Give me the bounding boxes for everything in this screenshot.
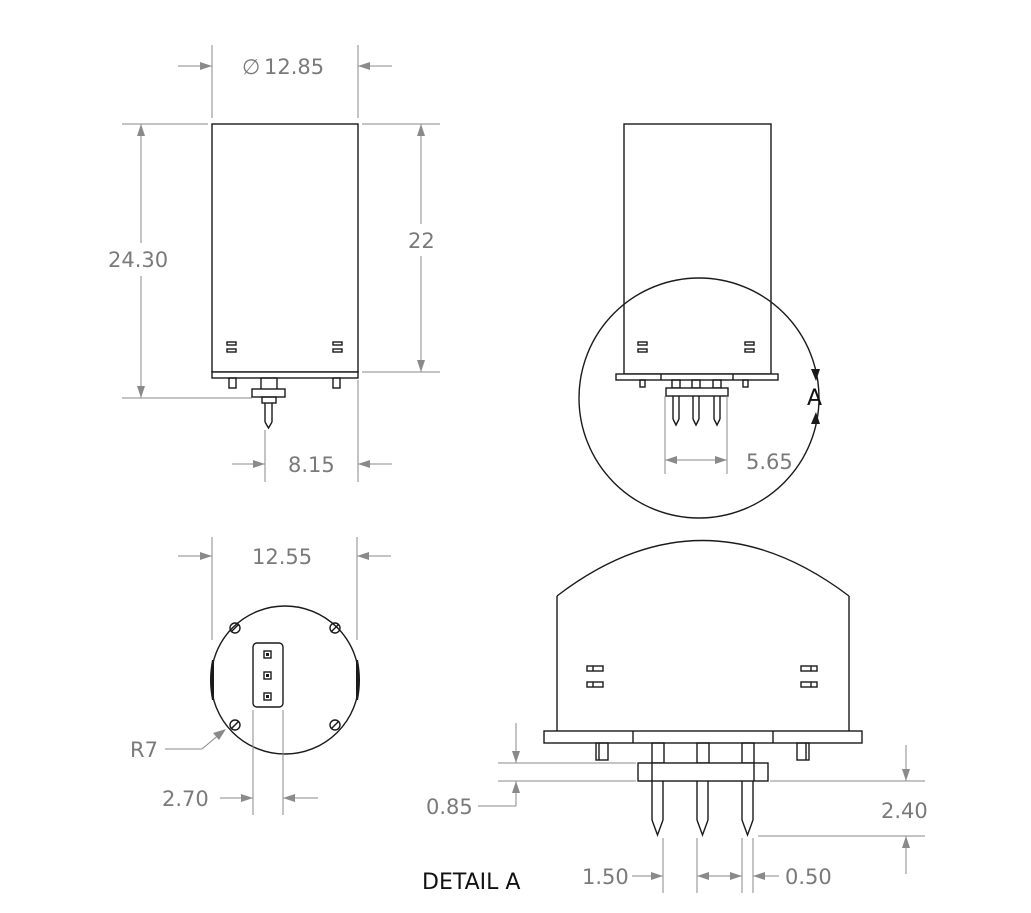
- dim-bottom-width: 12.55: [252, 545, 312, 569]
- dim-bottom-radius: R7: [130, 738, 158, 762]
- dim-front-pin-offset: 8.15: [288, 453, 335, 477]
- dim-front-overall-height: 24.30: [108, 248, 168, 272]
- detail-title: DETAIL A: [422, 870, 520, 895]
- bottom-view: [210, 605, 360, 755]
- front-dimensions: ∅ 12.85 24.30 22 8.15: [108, 45, 440, 482]
- side-view: A: [578, 123, 822, 519]
- detail-a-dimensions: 0.85 2.40 1.50 0.50: [426, 723, 928, 893]
- bottom-dimensions: 12.55 R7 2.70: [130, 537, 391, 815]
- side-dimensions: 5.65: [664, 396, 793, 474]
- dim-detail-pin-length: 2.40: [881, 799, 928, 823]
- dim-detail-pin-pitch: 1.50: [582, 865, 629, 889]
- dim-side-pitch: 5.65: [746, 450, 793, 474]
- dim-front-body-height: 22: [408, 229, 435, 253]
- detail-a-view: [543, 539, 863, 838]
- detail-callout-letter: A: [807, 386, 822, 411]
- dim-detail-gap: 0.85: [426, 795, 473, 819]
- dim-bottom-pad-width: 2.70: [162, 787, 209, 811]
- dim-detail-pin-dia: 0.50: [785, 865, 832, 889]
- front-view: [211, 123, 359, 430]
- dim-front-diameter: 12.85: [264, 55, 324, 79]
- diameter-symbol: ∅: [242, 55, 260, 79]
